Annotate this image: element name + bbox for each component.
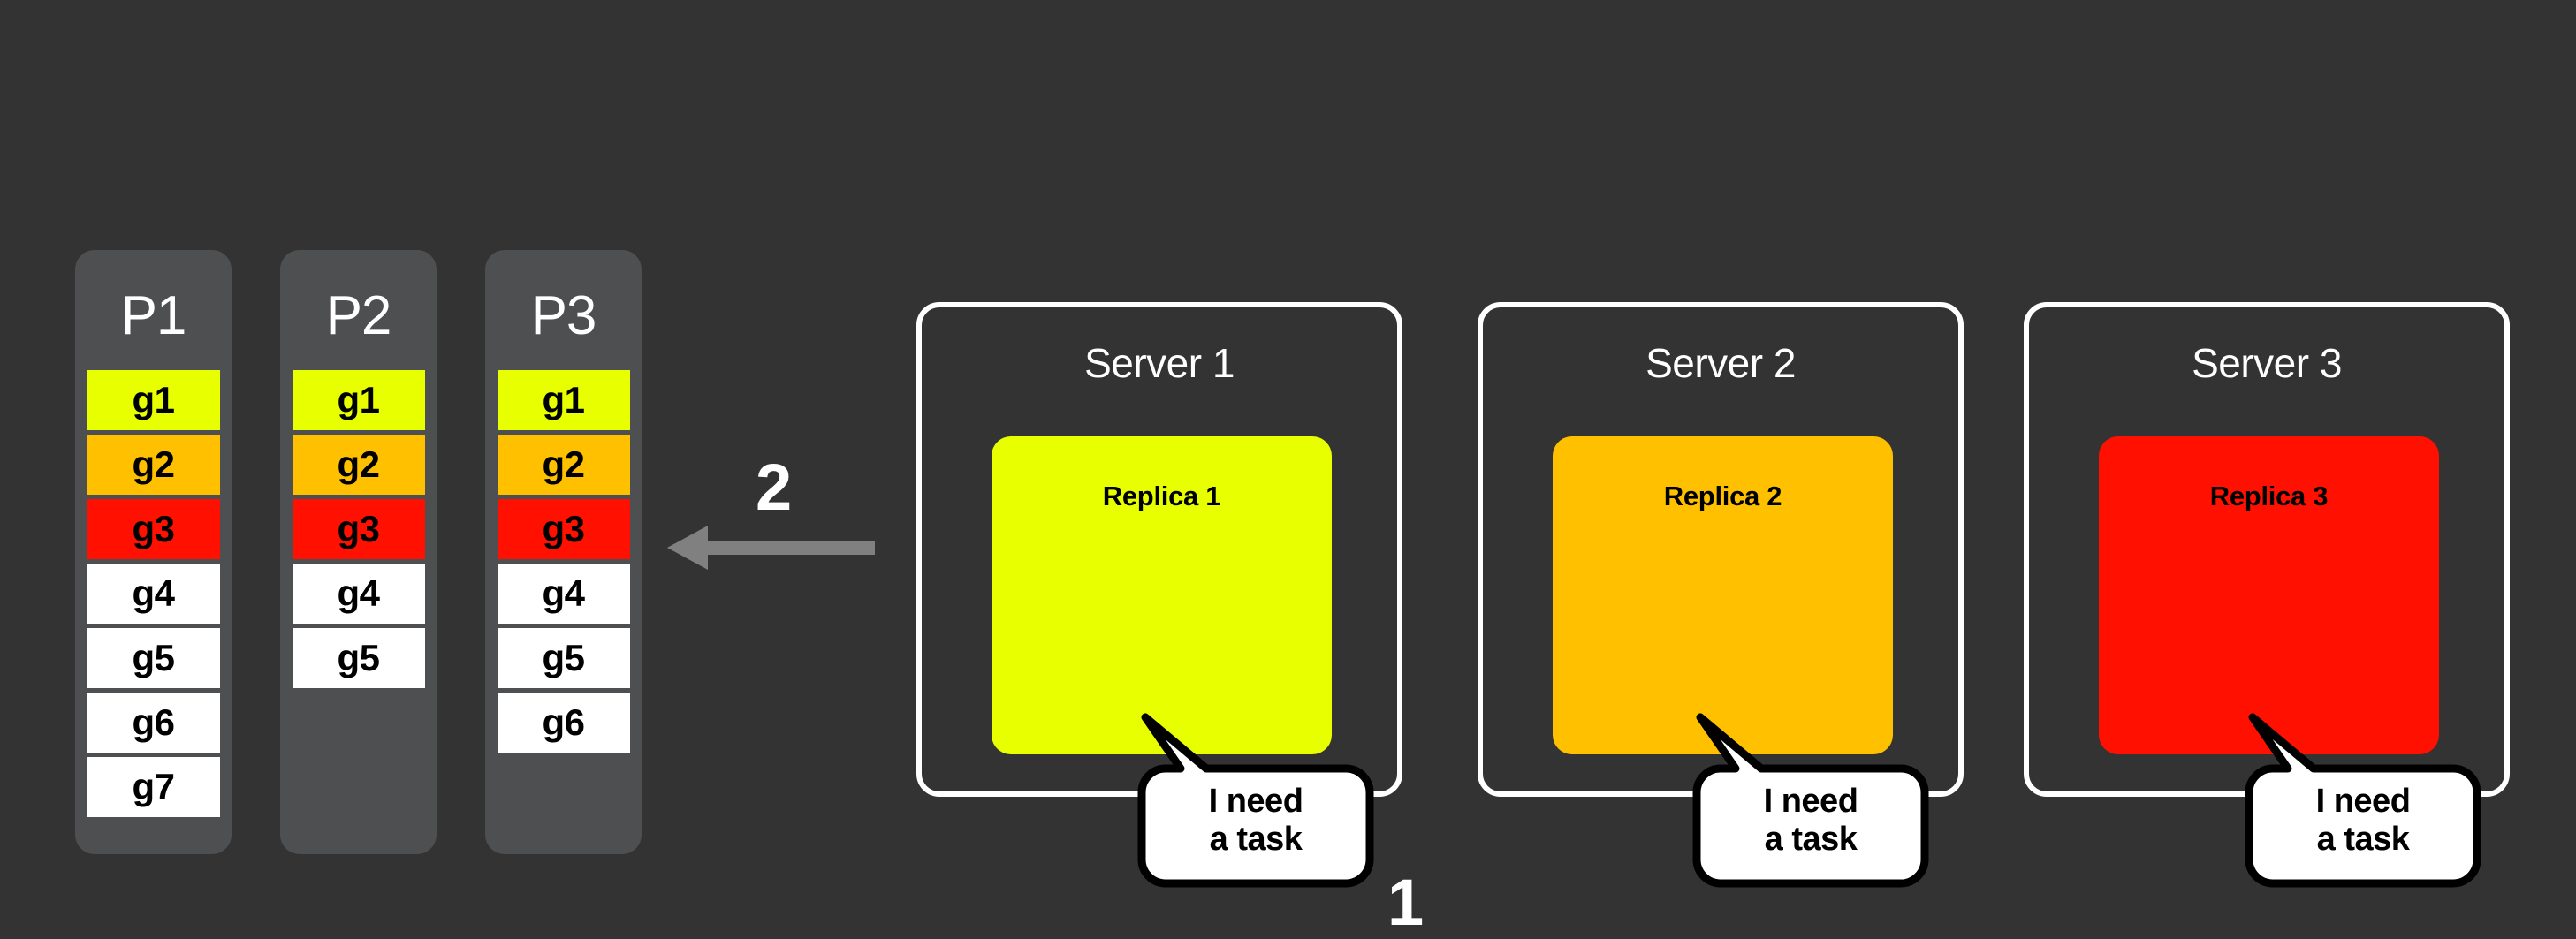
partition-title: P3 xyxy=(530,285,597,346)
replica-label: Replica 3 xyxy=(2209,481,2329,511)
partition-cell: g4 xyxy=(87,564,220,624)
replica-label: Replica 1 xyxy=(1102,481,1221,511)
server-title: Server 3 xyxy=(2192,340,2342,386)
replica-label: Replica 2 xyxy=(1663,481,1782,511)
server-title: Server 1 xyxy=(1084,340,1235,386)
speech-bubble-text: I need a task xyxy=(1208,783,1303,859)
partition-cell: g5 xyxy=(497,628,630,688)
partition-cell: g1 xyxy=(87,370,220,430)
arrow-left-icon xyxy=(667,526,875,570)
partition-cell: g2 xyxy=(292,435,425,495)
partition-cell: g2 xyxy=(87,435,220,495)
speech-bubble-shape xyxy=(1692,713,1929,888)
partition-cell: g6 xyxy=(497,693,630,753)
step-label-2: 2 xyxy=(756,451,793,524)
speech-bubble-shape xyxy=(1137,713,1374,888)
partition-cell: g2 xyxy=(497,435,630,495)
server-title: Server 2 xyxy=(1645,340,1796,386)
replica-box-server2: Replica 2 xyxy=(1553,436,1893,754)
partition-cell: g3 xyxy=(292,499,425,559)
partition-title: P2 xyxy=(325,285,392,346)
partition-cell: g7 xyxy=(87,757,220,817)
step-label-1: 1 xyxy=(1387,866,1425,939)
speech-bubble-server1: I need a task xyxy=(1137,713,1374,888)
speech-bubble-server2: I need a task xyxy=(1692,713,1929,888)
speech-bubble-shape xyxy=(2245,713,2481,888)
partition-cell: g1 xyxy=(292,370,425,430)
partition-cell: g5 xyxy=(292,628,425,688)
flow-arrow xyxy=(667,523,875,577)
speech-bubble-server3: I need a task xyxy=(2245,713,2481,888)
partition-cell: g6 xyxy=(87,693,220,753)
partition-cell: g3 xyxy=(87,499,220,559)
partition-cell: g4 xyxy=(497,564,630,624)
partition-title: P1 xyxy=(120,285,187,346)
replica-box-server1: Replica 1 xyxy=(992,436,1332,754)
speech-bubble-text: I need a task xyxy=(1763,783,1858,859)
partition-cell: g3 xyxy=(497,499,630,559)
partition-cell: g4 xyxy=(292,564,425,624)
speech-bubble-text: I need a task xyxy=(2315,783,2411,859)
partition-cell: g5 xyxy=(87,628,220,688)
replica-box-server3: Replica 3 xyxy=(2099,436,2439,754)
partition-cell: g1 xyxy=(497,370,630,430)
